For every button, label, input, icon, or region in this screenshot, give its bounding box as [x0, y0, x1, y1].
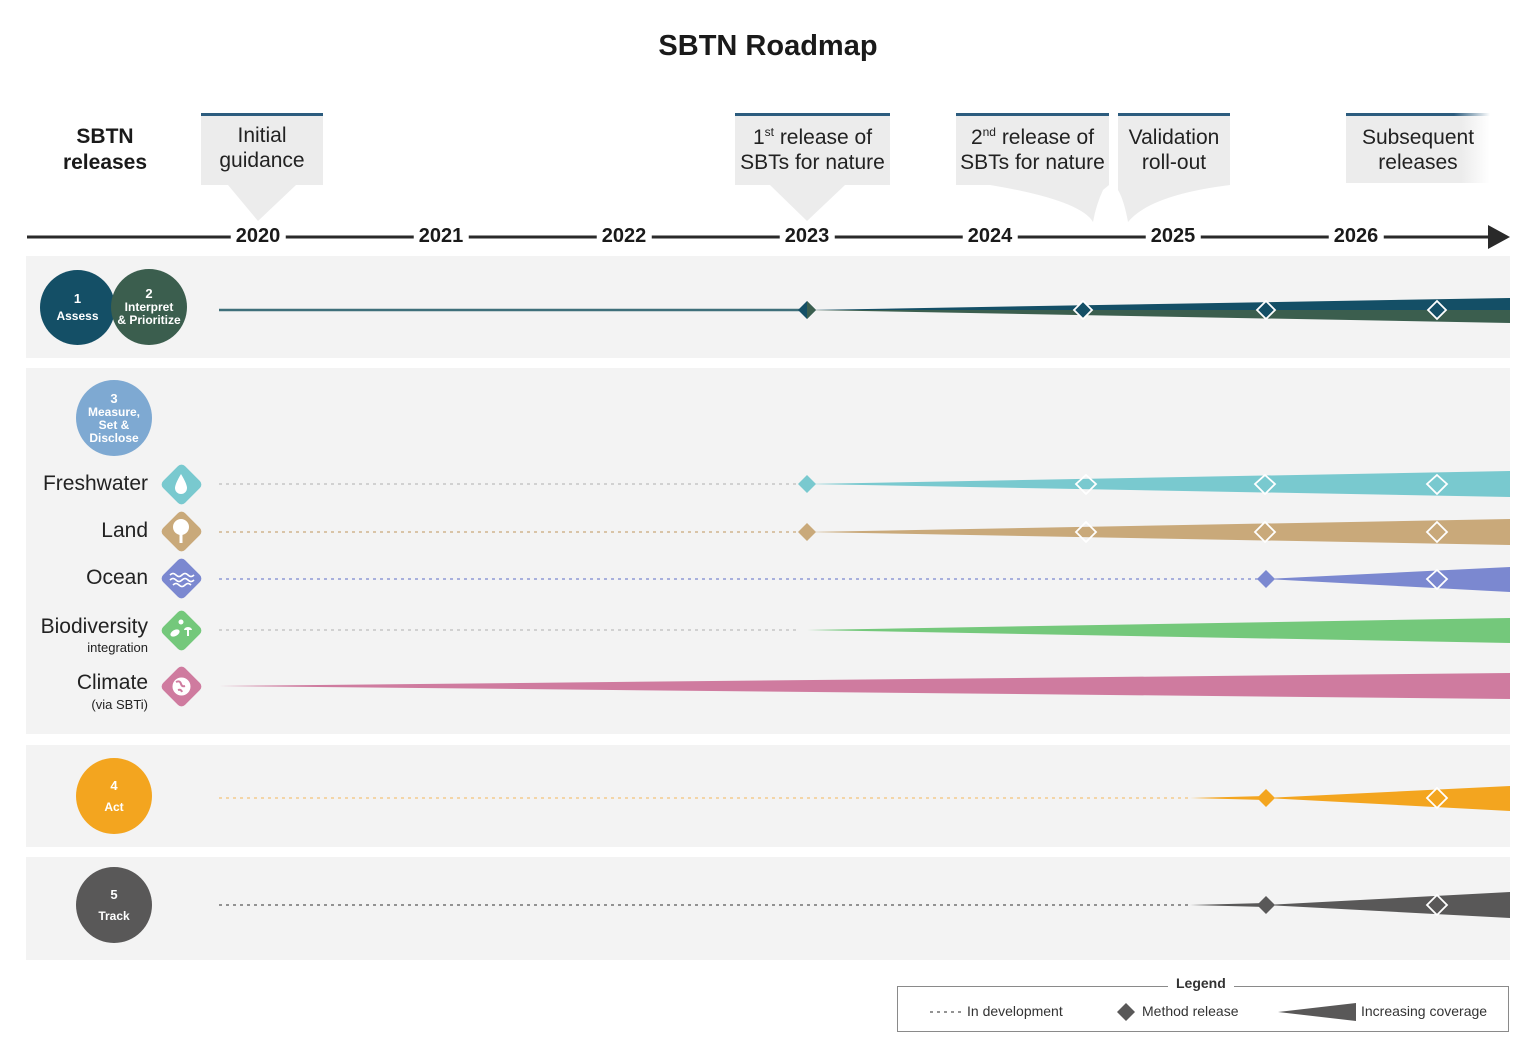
- waves-icon: [161, 558, 202, 599]
- ocean-diamonds: [1257, 568, 1449, 591]
- row-label-climate: Climate: [76, 671, 148, 694]
- page-title: SBTN Roadmap: [658, 30, 878, 62]
- step-interpret-label2: & Prioritize: [117, 313, 181, 327]
- callout-first-release: 1st release of SBTs for nature: [735, 113, 890, 185]
- releases-label-line1: SBTN: [76, 125, 134, 148]
- biodiversity-wedge: [807, 618, 1510, 643]
- step-act-number: 4: [110, 777, 118, 793]
- land-diamonds: [798, 520, 1449, 544]
- callout-validation-shape: [1118, 113, 1230, 222]
- land-wedge: [807, 519, 1510, 545]
- row-sublabel-climate: (via SBTi): [91, 697, 148, 712]
- callout-validation: Validation roll-out: [1118, 113, 1230, 185]
- step-track-circle: 5 Track: [76, 867, 152, 943]
- assess-diamonds: [798, 299, 1448, 321]
- step-measure-circle: 3 Measure, Set & Disclose: [76, 380, 152, 456]
- step-track-label: Track: [98, 908, 130, 923]
- act-lead-line: [1190, 796, 1266, 800]
- tree-icon: [161, 511, 202, 552]
- year-2024: 2024: [962, 224, 1018, 248]
- step-assess-circle: 1 Assess: [40, 270, 115, 345]
- step-interpret-label1: Interpret: [124, 300, 174, 314]
- callout-subsequent-line2: releases: [1378, 151, 1458, 174]
- step-assess-label: Assess: [56, 309, 99, 323]
- ocean-wedge: [1266, 567, 1510, 592]
- legend-in-development: In development: [967, 1003, 1063, 1019]
- interpret-wedge: [807, 310, 1510, 323]
- callout-validation-line2: roll-out: [1141, 151, 1207, 174]
- freshwater-diamonds: [798, 473, 1449, 496]
- callout-validation-line1: Validation: [1128, 126, 1220, 149]
- band-measure: [26, 368, 1510, 734]
- callout-second-release: 2nd release of SBTs for nature: [956, 113, 1109, 185]
- act-diamonds: [1257, 786, 1449, 810]
- releases-label: SBTN releases: [48, 124, 162, 176]
- step-act-label: Act: [104, 799, 124, 814]
- row-label-ocean: Ocean: [86, 566, 148, 589]
- step-measure-label1: Measure,: [87, 404, 141, 419]
- legend-method-release: Method release: [1142, 1003, 1239, 1019]
- track-wedge: [1266, 892, 1510, 918]
- step-assess-number: 1: [73, 291, 82, 306]
- callout-initial-line2: guidance: [219, 149, 305, 172]
- track-lead-line: [1190, 903, 1266, 907]
- step-measure-number: 3: [110, 390, 118, 406]
- step-interpret-circle: 2 Interpret & Prioritize: [111, 269, 187, 345]
- leaf-mushroom-icon: [161, 610, 202, 651]
- legend-title: Legend: [1168, 975, 1234, 991]
- row-label-biodiversity: Biodiversity: [40, 615, 148, 638]
- step-act-circle: 4 Act: [76, 758, 152, 834]
- year-2021: 2021: [413, 224, 469, 248]
- legend-diamond-icon: [1117, 1003, 1135, 1021]
- callout-second-line2: SBTs for nature: [960, 151, 1105, 174]
- year-2026: 2026: [1328, 224, 1384, 248]
- callout-first-line1: 1st release of: [752, 125, 873, 149]
- releases-label-line2: releases: [62, 151, 148, 174]
- year-2023: 2023: [779, 224, 835, 248]
- freshwater-wedge: [807, 471, 1510, 497]
- row-label-land: Land: [101, 519, 148, 542]
- callout-initial-guidance: Initial guidance: [201, 113, 323, 185]
- timeline-arrow-icon: [1488, 225, 1510, 249]
- act-wedge: [1266, 786, 1510, 811]
- callout-subsequent-shape: [1346, 113, 1490, 183]
- callout-subsequent-line1: Subsequent: [1361, 126, 1475, 149]
- callout-initial-line1: Initial: [237, 124, 287, 147]
- callout-initial-guidance-shape: [201, 113, 323, 221]
- row-sublabel-biodiversity: integration: [87, 640, 148, 655]
- year-2020: 2020: [230, 224, 286, 248]
- callout-second-release-shape: [956, 113, 1109, 222]
- row-label-freshwater: Freshwater: [42, 472, 148, 495]
- assess-wedge: [807, 298, 1510, 310]
- step-measure-label2: Set &: [98, 417, 130, 432]
- step-track-number: 5: [110, 886, 118, 902]
- water-drop-icon: [161, 464, 202, 505]
- year-2025: 2025: [1145, 224, 1201, 248]
- step-measure-label3: Disclose: [89, 430, 139, 445]
- callout-subsequent: Subsequent releases: [1346, 113, 1490, 185]
- track-diamonds: [1257, 893, 1449, 917]
- year-2022: 2022: [596, 224, 652, 248]
- globe-icon: [161, 666, 202, 707]
- legend-wedge-icon: [1278, 1003, 1356, 1021]
- climate-wedge: [219, 673, 1510, 699]
- callout-first-release-shape: [735, 113, 890, 221]
- callout-second-line1: 2nd release of: [970, 125, 1095, 149]
- callout-first-line2: SBTs for nature: [740, 151, 885, 174]
- step-interpret-number: 2: [145, 286, 153, 301]
- legend-increasing-coverage: Increasing coverage: [1361, 1003, 1488, 1019]
